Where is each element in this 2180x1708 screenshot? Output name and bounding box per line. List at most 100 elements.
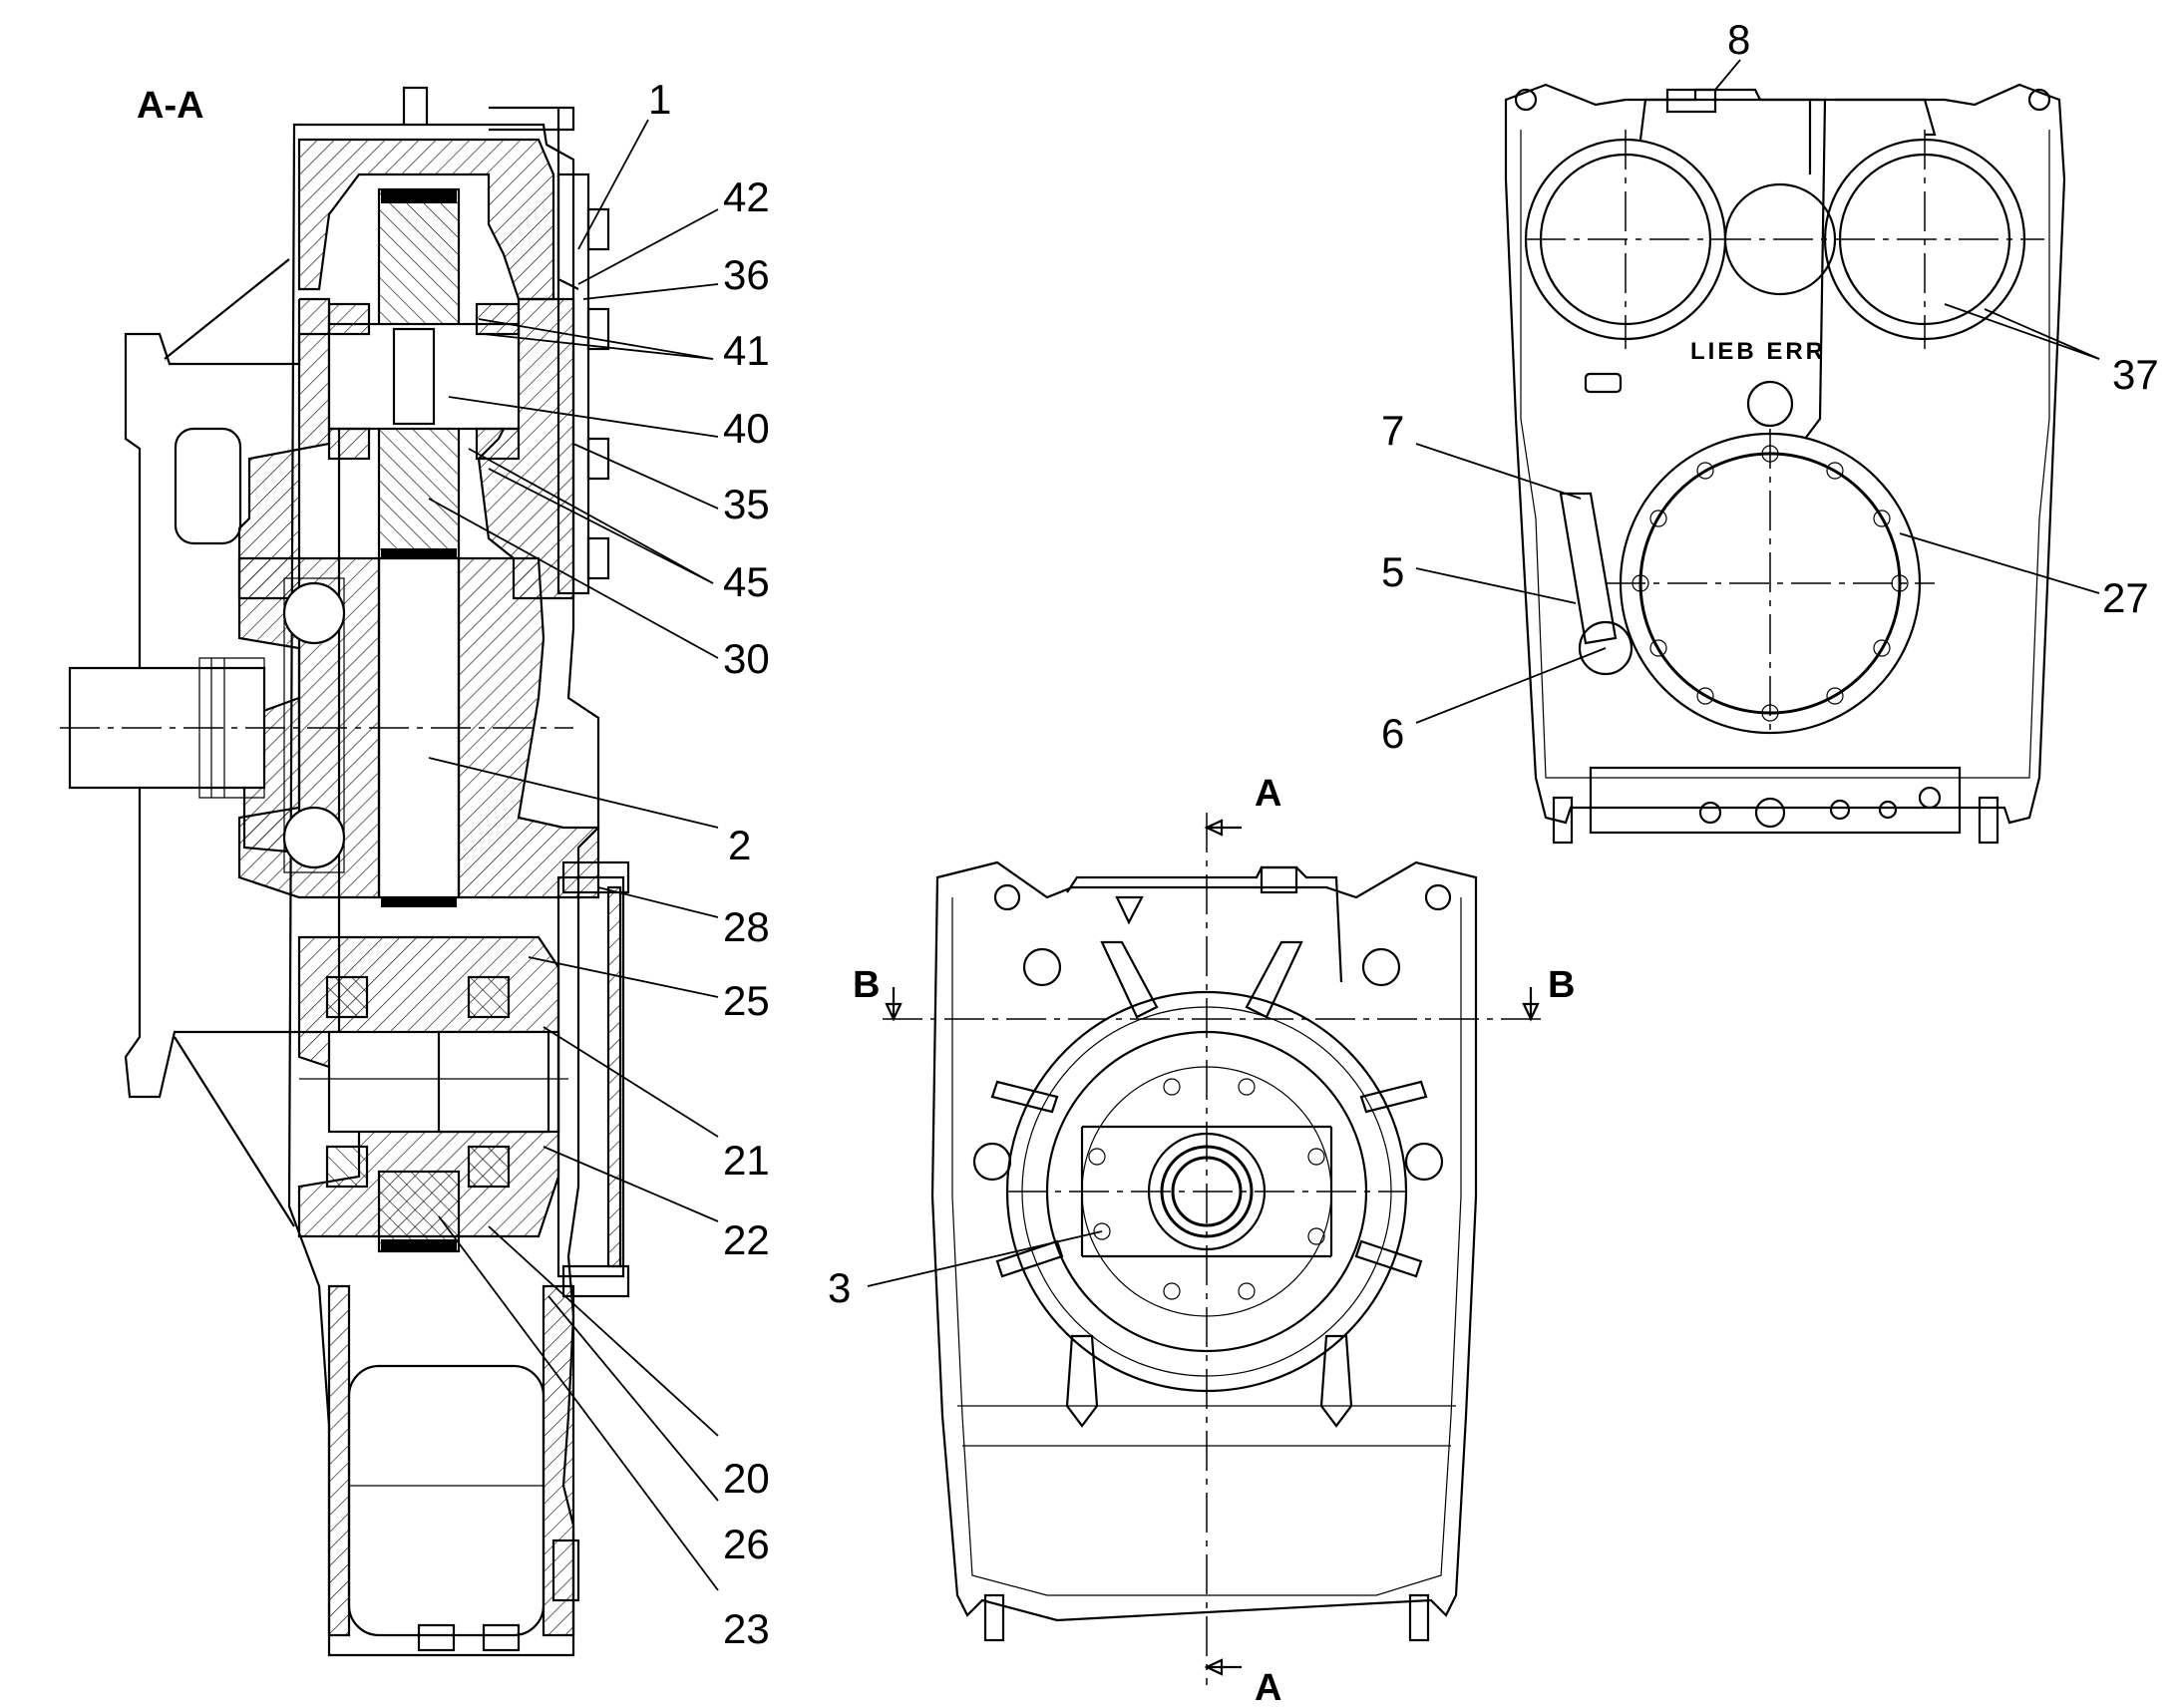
output-bolt-4 (1891, 574, 1909, 592)
top-fitting (1260, 865, 1298, 894)
callout-35: 35 (723, 481, 770, 527)
cover-bolt-bottom (561, 1264, 630, 1298)
top-bracket (402, 86, 575, 132)
flange-hole-7 (1088, 1148, 1106, 1166)
arrow-a-bottom (1204, 1658, 1242, 1676)
leader-35 (572, 443, 719, 510)
leader-5 (1415, 567, 1577, 604)
section-mark-b-left: B (853, 964, 880, 1006)
cover-bolt-top (561, 860, 630, 894)
cover-gasket (606, 885, 622, 1268)
bolt-head-2 (586, 307, 610, 351)
leader-28 (597, 886, 719, 918)
rear-pipe (1638, 88, 1937, 440)
leader-7 (1415, 443, 1582, 500)
upper-housing-wall (297, 138, 555, 301)
callout-3: 3 (828, 1264, 851, 1311)
front-view: A A B B 3 (828, 773, 1575, 1708)
bottom-bolt-1 (417, 1623, 456, 1652)
foot-left (983, 1593, 1005, 1642)
rear-housing-inner (1520, 130, 2050, 779)
callout-26: 26 (723, 1521, 770, 1567)
leader-20 (488, 1225, 719, 1437)
rear-lift-eye-left (1514, 88, 1538, 112)
rear-housing-outline (1504, 83, 2066, 825)
flange-gusset (164, 258, 295, 1227)
arrow-a-top (1204, 819, 1242, 837)
leader-22 (543, 1146, 719, 1222)
rib-l2 (995, 1239, 1064, 1278)
output-bolt-5 (1873, 639, 1891, 657)
lower-gear-teeth (381, 1239, 457, 1251)
flange-hole-2 (1238, 1078, 1256, 1096)
callout-5: 5 (1381, 548, 1404, 595)
dipstick-cap (1578, 620, 1634, 676)
rear-slot (1584, 372, 1623, 394)
leader-25 (528, 956, 719, 998)
lower-bearing-tl (325, 975, 369, 1019)
leader-40 (448, 396, 719, 438)
breather-tube (556, 108, 579, 290)
callout-37: 37 (2112, 351, 2159, 398)
roller-upper (282, 581, 346, 645)
bearing-lower-left (327, 427, 371, 461)
lower-bearing-tr (467, 975, 511, 1019)
callout-40: 40 (723, 405, 770, 452)
rear-lift-eye-right (2027, 88, 2051, 112)
bearing-upper-left (327, 302, 371, 336)
callout-45: 45 (723, 558, 770, 605)
drain-plug (551, 1538, 580, 1602)
bottom-bolt-2 (482, 1623, 521, 1652)
boss-right (1361, 947, 1401, 987)
rib-r2 (1354, 1239, 1423, 1278)
bottom-edge (981, 1599, 1432, 1621)
leader-37b (1944, 303, 2100, 360)
flange-hole-6 (1163, 1282, 1181, 1300)
lower-bearing-bl (325, 1145, 369, 1189)
output-bolt-2 (1826, 462, 1844, 480)
top-pipe (1066, 865, 1343, 983)
callout-42: 42 (723, 173, 770, 220)
callout-27: 27 (2102, 574, 2149, 621)
callout-36: 36 (723, 251, 770, 298)
callout-22: 22 (723, 1216, 770, 1263)
callout-3-hole (1093, 1222, 1111, 1240)
callout-25: 25 (723, 977, 770, 1024)
leader-21 (543, 1026, 719, 1138)
callout-2: 2 (728, 822, 751, 868)
output-bolt-7 (1761, 704, 1779, 722)
plate-port-3 (1829, 799, 1851, 821)
callout-6: 6 (1381, 710, 1404, 757)
lower-pin-sleeve (437, 1030, 550, 1134)
roller-lower (282, 806, 346, 869)
output-bolt-10 (1632, 574, 1649, 592)
rear-top-fitting (1665, 88, 1717, 114)
section-mark-a-top: A (1255, 773, 1281, 815)
callout-30: 30 (723, 635, 770, 682)
rib-r1 (1359, 1080, 1428, 1114)
output-bolt-6 (1826, 687, 1844, 705)
output-bolt-8 (1696, 687, 1714, 705)
section-mark-b-right: B (1548, 964, 1575, 1006)
sump-chamber (347, 1364, 545, 1637)
leader-6 (1415, 647, 1607, 724)
lower-bearing-br (467, 1145, 511, 1189)
callout-21: 21 (723, 1137, 770, 1184)
front-housing-outline (930, 860, 1478, 1622)
section-view-a-a: A-A (60, 85, 630, 1657)
callout-23: 23 (723, 1605, 770, 1652)
leader-36 (582, 283, 719, 300)
leader-1 (577, 119, 649, 250)
rib-tl (1100, 940, 1159, 1019)
boss-left (1022, 947, 1062, 987)
leader-37 (1984, 308, 2100, 360)
rib-l1 (990, 1080, 1059, 1114)
flange-hole-1 (1163, 1078, 1181, 1096)
leader-45b (488, 468, 714, 584)
leader-26 (547, 1295, 719, 1502)
section-title: A-A (137, 85, 204, 127)
flange-hole-4 (1307, 1227, 1325, 1245)
flange-hole-5 (1238, 1282, 1256, 1300)
leader-8 (1714, 59, 1741, 91)
bearing-lower-right (475, 427, 521, 461)
